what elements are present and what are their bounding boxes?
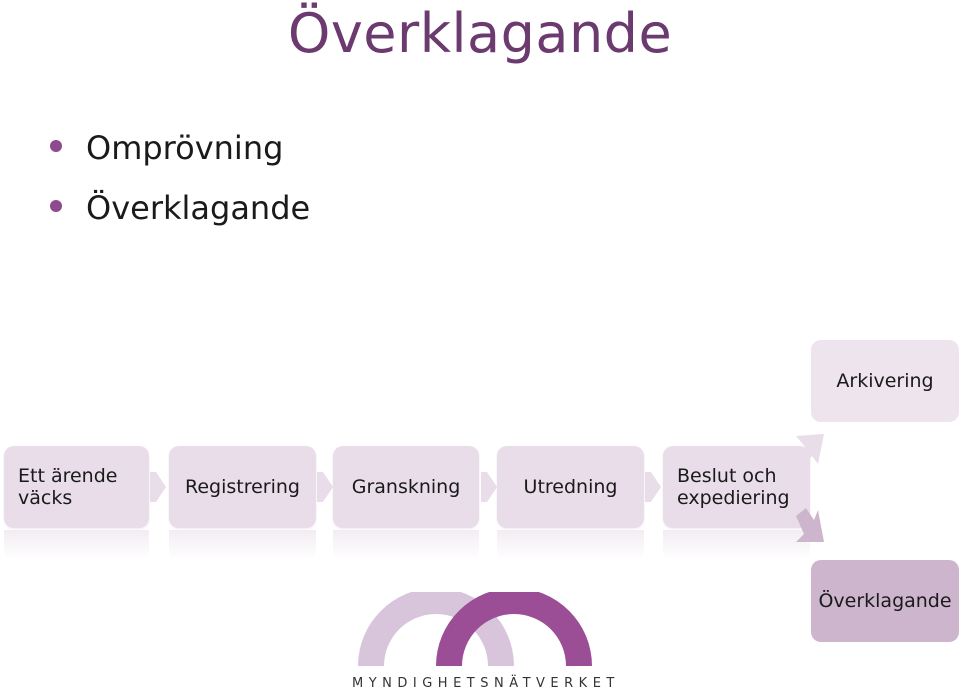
step-reflection bbox=[4, 530, 149, 560]
archive-label: Arkivering bbox=[836, 370, 934, 392]
bullet-list: Omprövning Överklagande bbox=[48, 128, 310, 248]
bullet-dot-icon bbox=[50, 200, 62, 212]
bullet-text: Överklagande bbox=[86, 189, 311, 227]
process-step-label: Utredning bbox=[523, 476, 618, 498]
archive-box: Arkivering bbox=[811, 340, 959, 422]
process-step-label: Registrering bbox=[184, 476, 300, 498]
step-reflection bbox=[169, 530, 316, 560]
step-reflection bbox=[663, 530, 810, 560]
page-title: Överklagande bbox=[287, 2, 673, 65]
chevron-right-icon bbox=[481, 472, 497, 502]
bullet-dot-icon bbox=[50, 140, 62, 152]
appeal-label: Överklagande bbox=[818, 590, 952, 612]
logo-arcs-icon bbox=[358, 592, 592, 666]
step-reflection bbox=[497, 530, 644, 560]
appeal-box: Överklagande bbox=[811, 560, 959, 642]
logo-wordmark: MYNDIGHETSNÄTVERKET bbox=[352, 676, 620, 691]
process-step-investigation: Utredning bbox=[497, 446, 644, 528]
branch-arrows-icon bbox=[796, 434, 824, 542]
chevron-right-icon bbox=[645, 472, 661, 502]
process-step-decision: Beslut och expediering bbox=[663, 446, 810, 528]
chevron-right-icon bbox=[150, 472, 166, 502]
process-step-review: Granskning bbox=[333, 446, 479, 528]
process-step-label: Ett ärende väcks bbox=[18, 465, 118, 509]
process-step-case-initiated: Ett ärende väcks bbox=[4, 446, 149, 528]
step-reflection bbox=[333, 530, 479, 560]
process-step-label: Beslut och expediering bbox=[677, 465, 790, 509]
bullet-item: Omprövning bbox=[48, 128, 310, 188]
process-step-registration: Registrering bbox=[169, 446, 316, 528]
process-step-label: Granskning bbox=[351, 476, 461, 498]
chevron-right-icon bbox=[317, 472, 333, 502]
bullet-text: Omprövning bbox=[86, 129, 284, 167]
bullet-item: Överklagande bbox=[48, 188, 310, 248]
